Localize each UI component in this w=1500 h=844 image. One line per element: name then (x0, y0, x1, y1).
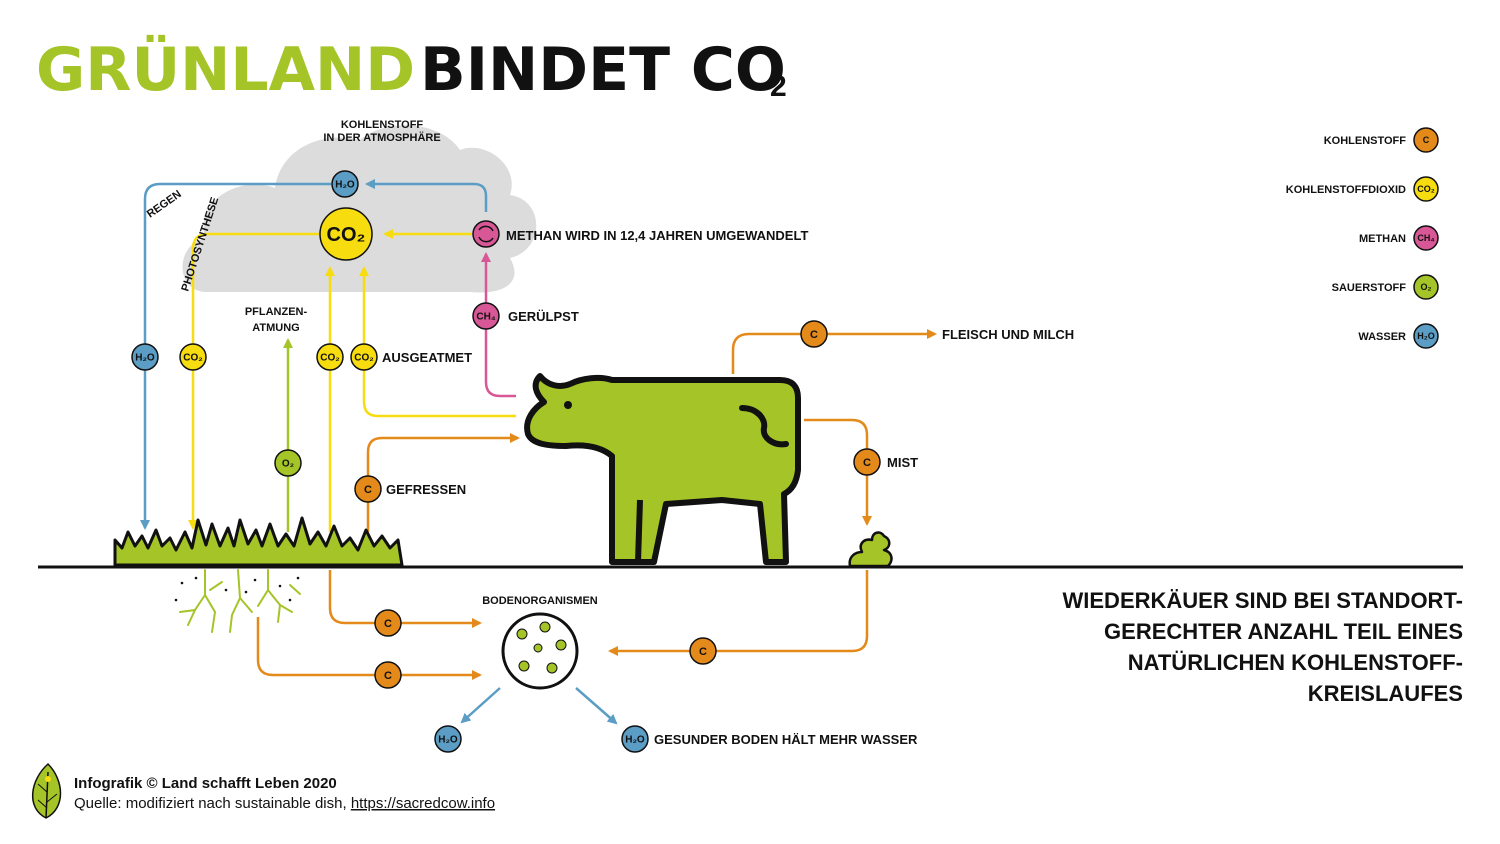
cycle-icon (478, 225, 494, 243)
carbon-badge-root-soil: C (374, 661, 402, 689)
soil-organisms-label: BODENORGANISMEN (482, 595, 598, 607)
soil-particles (174, 576, 300, 602)
healthy-soil-label: GESUNDER BODEN HÄLT MEHR WASSER (654, 732, 918, 747)
statement-line-3: KREISLAUFES (1308, 681, 1463, 706)
meat-milk-label: FLEISCH UND MILCH (942, 327, 1074, 342)
methane-conversion-label: METHAN WIRD IN 12,4 JAHREN UMGEWANDELT (506, 228, 808, 243)
carbon-badge-manure-soil: C (689, 637, 717, 665)
root-carbon-to-soil-arrow (256, 617, 482, 680)
co2-badge-photosynthesis-text: CO₂ (183, 353, 202, 364)
page-title: GRÜNLAND BINDET CO 2 (36, 34, 787, 105)
legend: KOHLENSTOFF C KOHLENSTOFFDIOXID CO₂ METHAN CH… (1286, 127, 1439, 349)
carbon-badge-manure-soil-text: C (699, 646, 707, 658)
cloud-co2-badge: CO₂ (319, 207, 373, 261)
co2-badge-plant-respiration: CO₂ (316, 343, 344, 371)
roots-illustration (179, 569, 301, 633)
title-part-black: BINDET CO (420, 35, 786, 105)
badge-layer: CO₂ H₂O H₂O CO₂ CO₂ CO₂ O₂ CH₄ C C C C C C H₂O H₂O (131, 170, 881, 753)
cloud-label-line1: KOHLENSTOFF (341, 119, 424, 131)
methane-badge-text: CH₄ (476, 312, 495, 323)
water-badge-soil-left: H₂O (434, 725, 462, 753)
manure-arrow (804, 418, 872, 526)
water-badge-soil-left-text: H₂O (438, 735, 458, 746)
water-badge-soil-right-text: H₂O (625, 735, 645, 746)
legend-badge-1: CO₂ (1413, 176, 1439, 202)
grass-illustration (113, 516, 404, 567)
atmosphere-cloud (182, 125, 537, 293)
cow-illustration (524, 373, 801, 565)
oxygen-badge: O₂ (274, 449, 302, 477)
land-schafft-leben-logo (31, 762, 62, 819)
rain-label: REGEN (145, 188, 184, 220)
methane-arrow (481, 252, 516, 398)
exhaled-label: AUSGEATMET (382, 350, 472, 365)
meat-milk-arrow (731, 329, 937, 374)
co2-badge-exhaled: CO₂ (350, 343, 378, 371)
carbon-badge-plant-soil-text: C (384, 618, 392, 630)
eaten-label: GEFRESSEN (386, 482, 466, 497)
co2-badge-exhaled-text: CO₂ (354, 353, 373, 364)
legend-badge-3: O₂ (1413, 274, 1439, 300)
methane-cycle-badge (472, 220, 500, 248)
legend-badge-4-text: H₂O (1417, 331, 1435, 341)
legend-badge-4: H₂O (1413, 323, 1439, 349)
carbon-badge-plant-soil: C (374, 609, 402, 637)
legend-label-1: KOHLENSTOFFDIOXID (1286, 184, 1406, 196)
legend-label-2: METHAN (1359, 233, 1406, 245)
statement-line-1: GERECHTER ANZAHL TEIL EINES (1104, 619, 1463, 644)
title-part-green: GRÜNLAND (36, 34, 415, 105)
manure-to-soil-arrow (608, 570, 869, 656)
statement-line-0: WIEDERKÄUER SIND BEI STANDORT- (1063, 588, 1464, 613)
credit-line-1: Infografik © Land schafft Leben 2020 (74, 775, 337, 792)
carbon-badge-eaten: C (354, 475, 382, 503)
credit-line-2: Quelle: modifiziert nach sustainable dis… (74, 795, 495, 812)
carbon-badge-root-soil-text: C (384, 670, 392, 682)
statement-line-2: NATÜRLICHEN KOHLENSTOFF- (1128, 650, 1463, 675)
carbon-badge-manure-text: C (863, 457, 871, 469)
water-badge-cloud-text: H₂O (335, 180, 355, 191)
rain-arrow (140, 182, 331, 530)
plant-respiration-label-2: ATMUNG (252, 322, 299, 334)
legend-badge-3-text: O₂ (1421, 282, 1432, 292)
credit-source-prefix: Quelle: modifiziert nach sustainable dis… (74, 795, 351, 812)
methane-badge: CH₄ (472, 302, 500, 330)
soil-water-arrow-left (460, 687, 501, 724)
manure-illustration (848, 531, 893, 568)
legend-badge-2: CH₄ (1413, 225, 1439, 251)
carbon-badge-eaten-text: C (364, 484, 372, 496)
legend-label-4: WASSER (1358, 331, 1406, 343)
plant-carbon-to-soil-arrow (328, 570, 482, 628)
water-badge-rain: H₂O (131, 343, 159, 371)
title-subscript: 2 (770, 70, 787, 103)
soil-organisms-circle (501, 612, 579, 690)
cloud-co2-badge-text: CO₂ (327, 224, 366, 246)
legend-badge-0-text: C (1423, 135, 1430, 145)
carbon-badge-manure: C (853, 448, 881, 476)
soil-water-arrow-right (575, 687, 618, 725)
statement-text: WIEDERKÄUER SIND BEI STANDORT- GERECHTER … (1063, 588, 1464, 706)
legend-badge-0: C (1413, 127, 1439, 153)
legend-badge-2-text: CH₄ (1417, 233, 1434, 243)
burped-label: GERÜLPST (508, 309, 579, 324)
manure-label: MIST (887, 455, 918, 470)
carbon-badge-meat-milk-text: C (810, 329, 818, 341)
co2-badge-photosynthesis: CO₂ (179, 343, 207, 371)
oxygen-badge-text: O₂ (282, 459, 294, 470)
eaten-carbon-arrow (366, 433, 520, 532)
water-arrow-to-cloud (365, 179, 488, 212)
credit-source-link[interactable]: https://sacredcow.info (351, 795, 495, 812)
cloud-label-line2: IN DER ATMOSPHÄRE (323, 131, 440, 144)
legend-label-3: SAUERSTOFF (1332, 282, 1407, 294)
exhaled-co2-arrow (359, 266, 516, 418)
co2-badge-plant-respiration-text: CO₂ (320, 353, 339, 364)
water-badge-soil-right: H₂O (621, 725, 649, 753)
plant-respiration-label-1: PFLANZEN- (245, 306, 308, 318)
water-badge-rain-text: H₂O (135, 353, 155, 364)
photosynthesis-arrow (188, 232, 320, 530)
carbon-badge-meat-milk: C (800, 320, 828, 348)
legend-badge-1-text: CO₂ (1417, 184, 1435, 194)
water-badge-cloud: H₂O (331, 170, 359, 198)
legend-label-0: KOHLENSTOFF (1324, 135, 1407, 147)
